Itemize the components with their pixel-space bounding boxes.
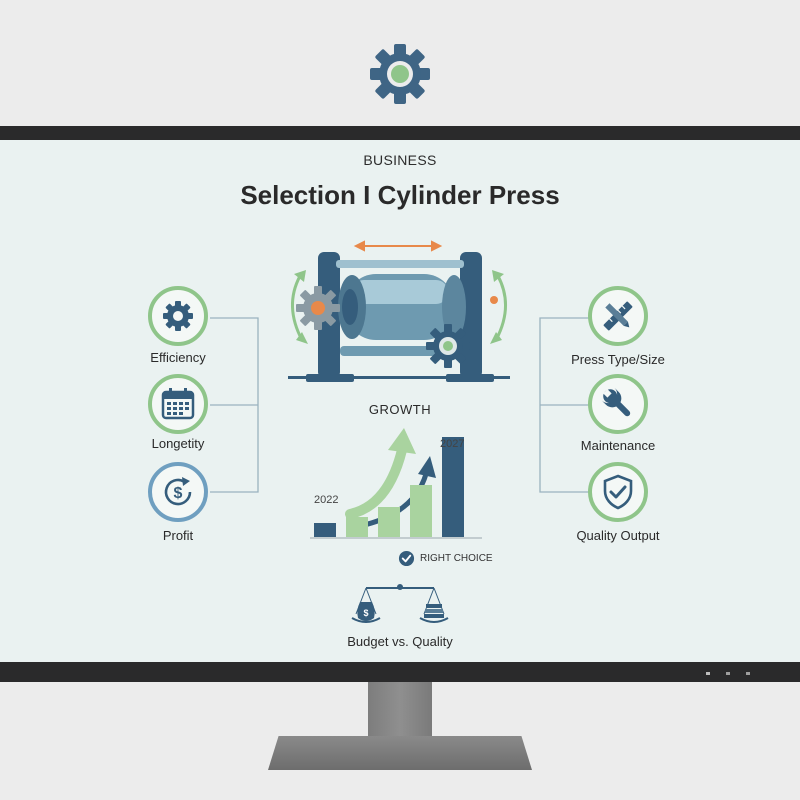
budget-vs-quality-label: Budget vs. Quality [347,634,453,649]
ruler-pencil-icon [603,301,633,331]
slide-title: Selection I Cylinder Press [240,180,560,210]
cylinder-press-illustration [290,240,508,382]
monitor-button[interactable] [746,672,750,675]
growth-heading: GROWTH [368,402,432,417]
growth-bar [442,437,464,537]
growth-bar [346,517,368,537]
slide-category: BUSINESS [363,152,437,168]
svg-text:$: $ [363,608,368,618]
calendar-icon [161,388,195,420]
monitor-screen: BUSINESS Selection I Cylinder Press [0,140,800,662]
svg-text:$: $ [174,485,183,502]
quality-badge [588,462,648,522]
profit-label: Profit [162,528,194,543]
press-type-label: Press Type/Size [571,352,665,367]
profit-badge: $ [148,462,208,522]
check-circle-icon [398,550,415,567]
quality-label: Quality Output [576,528,660,543]
gear-icon [163,301,193,331]
right-choice-label: RIGHT CHOICE [420,553,493,564]
monitor-stand-neck [368,682,432,738]
maintenance-badge [588,374,648,434]
longevity-label: Longetity [151,436,205,451]
balance-scale-icon: $ [351,584,449,623]
monitor-button[interactable] [726,672,730,675]
growth-bar [410,485,432,537]
width-arrow-icon [353,240,443,252]
press-type-badge [588,286,648,346]
longevity-badge [148,374,208,434]
growth-bar [314,523,336,537]
growth-start-year: 2022 [314,494,339,506]
wrench-icon [601,387,631,417]
efficiency-badge [148,286,208,346]
maintenance-label: Maintenance [580,438,656,453]
growth-end-year: 2027 [440,438,465,450]
dollar-cycle-icon: $ [164,477,192,506]
growth-chart [310,428,482,539]
monitor-power-led [706,672,710,675]
shield-check-icon [603,474,633,510]
efficiency-label: Efficiency [150,350,206,365]
connector-lines [210,317,592,493]
gear-icon [370,44,430,104]
growth-bar [378,507,400,537]
monitor-stand-base [268,736,532,770]
